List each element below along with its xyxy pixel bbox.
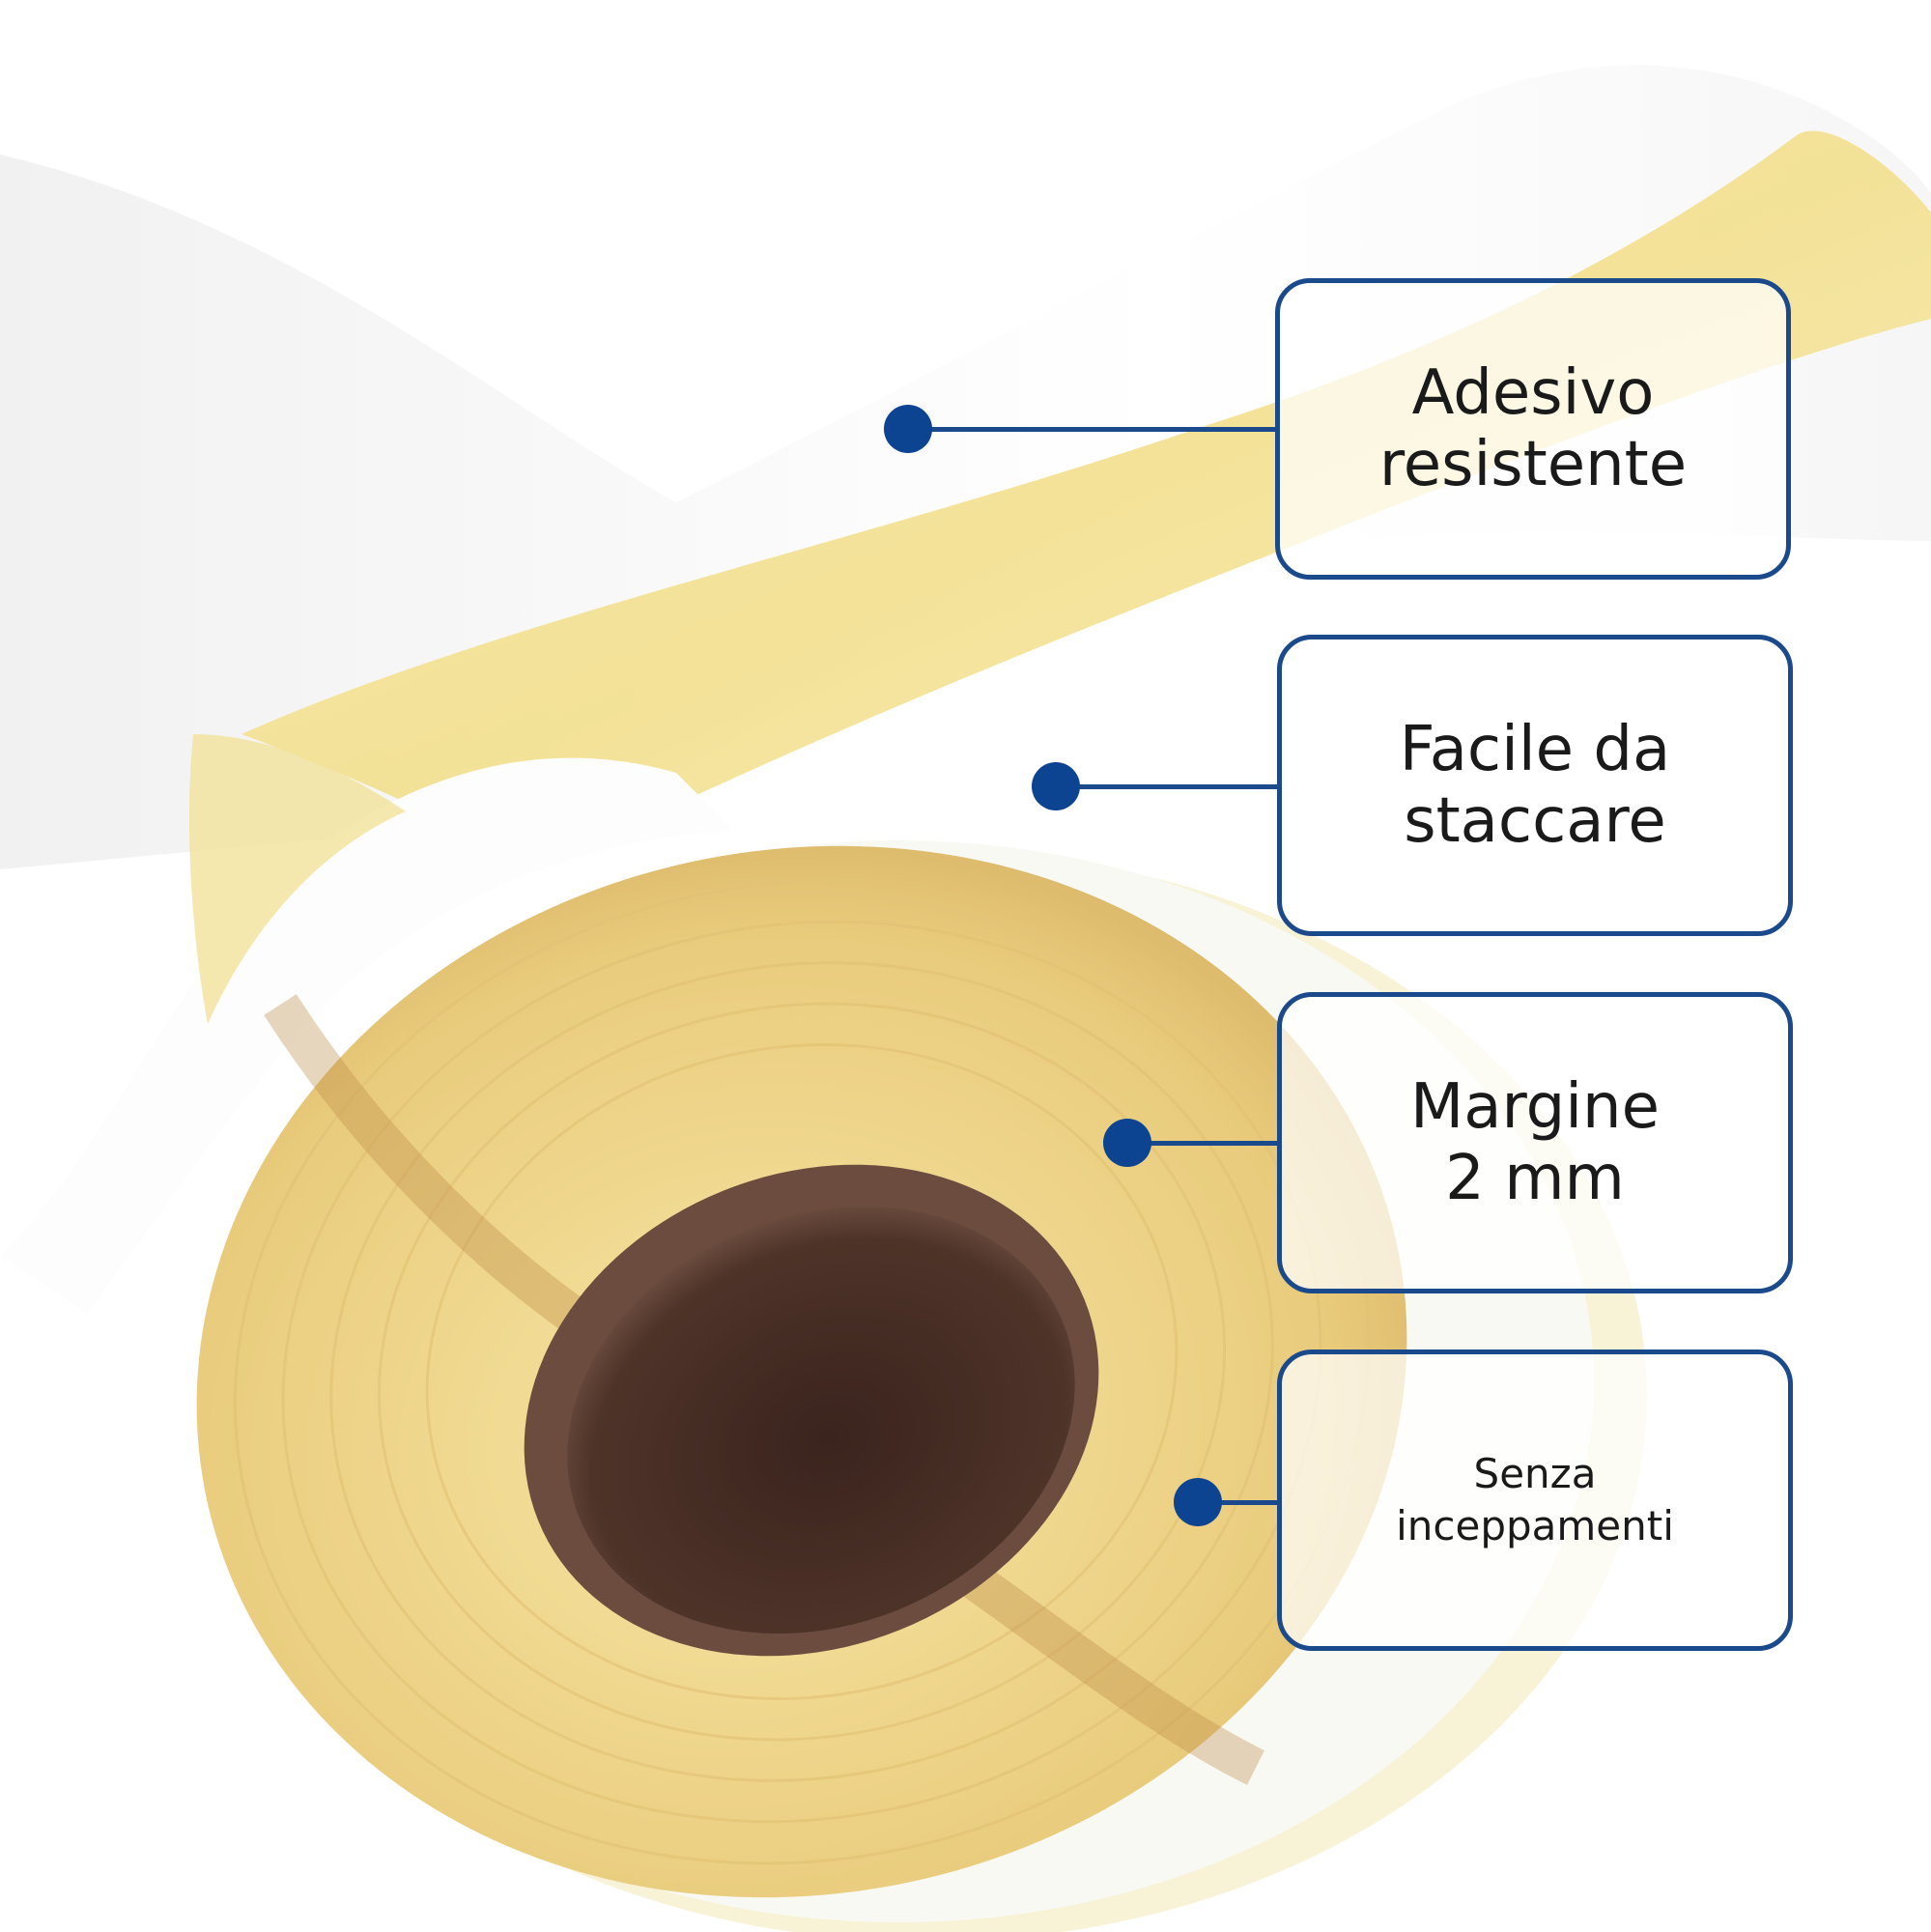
callout-label: Adesivo resistente <box>1378 357 1688 500</box>
callout-label: Margine 2 mm <box>1410 1071 1660 1214</box>
callout-dot-4 <box>1174 1478 1222 1526</box>
callout-dot-1 <box>884 405 932 453</box>
callout-label: Facile da staccare <box>1399 714 1671 857</box>
callout-dot-3 <box>1103 1119 1151 1167</box>
callout-margine-2mm: Margine 2 mm <box>1277 992 1793 1293</box>
roll-core-hole <box>567 1206 1075 1634</box>
connector-line-1 <box>913 427 1278 432</box>
connector-line-3 <box>1130 1141 1281 1146</box>
roll-sheen <box>264 994 1264 1785</box>
connector-line-4 <box>1201 1500 1281 1505</box>
callout-adesivo-resistente: Adesivo resistente <box>1275 278 1791 580</box>
liner-fold-left <box>188 734 406 1024</box>
label-ribbon-left <box>0 757 734 1314</box>
callout-label: Senza inceppamenti <box>1396 1450 1674 1549</box>
callout-senza-inceppamenti: Senza inceppamenti <box>1277 1350 1793 1651</box>
roll-rings <box>233 878 1371 1865</box>
connector-line-2 <box>1058 784 1280 789</box>
callout-dot-2 <box>1032 762 1080 810</box>
callout-facile-da-staccare: Facile da staccare <box>1277 635 1793 936</box>
